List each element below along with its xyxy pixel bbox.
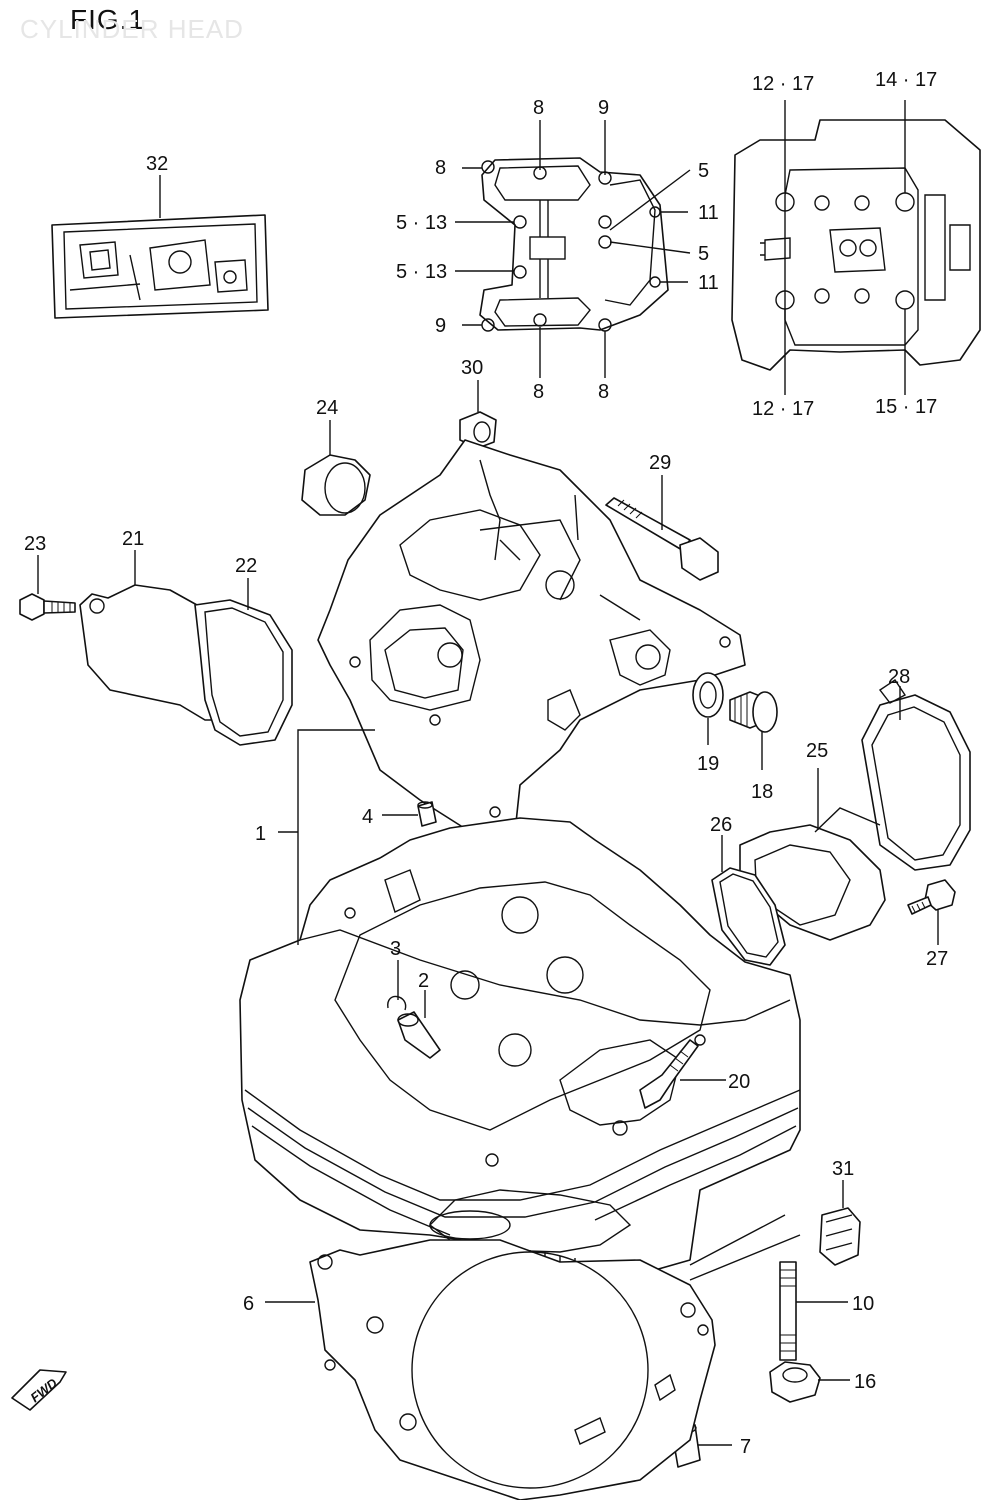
callout-19: 19: [697, 753, 719, 775]
damper-31[interactable]: [819, 1207, 861, 1266]
figure-subtitle: CYLINDER HEAD: [20, 14, 244, 44]
callout-2: 2: [418, 970, 429, 992]
washer-19[interactable]: [692, 672, 724, 718]
o-ring-26[interactable]: [711, 867, 786, 966]
dowel-pin-4[interactable]: [417, 801, 437, 827]
figure-title: FIG.1: [70, 4, 146, 35]
callout-16: 16: [854, 1371, 876, 1393]
bolt-27[interactable]: [907, 879, 956, 915]
callout-15-17: 15 · 17: [875, 396, 937, 418]
callout-6: 6: [243, 1293, 254, 1315]
gasket-set-32[interactable]: [51, 214, 269, 319]
cam-cover-top-view[interactable]: [479, 157, 669, 332]
nut-16[interactable]: [769, 1361, 821, 1403]
callout-8-bottom-b: 8: [598, 381, 609, 403]
oil-seal-24[interactable]: [301, 454, 371, 516]
callout-29: 29: [649, 452, 671, 474]
callout-9-bottom: 9: [435, 315, 446, 337]
callout-9-top: 9: [598, 97, 609, 119]
callout-25: 25: [806, 740, 828, 762]
callout-4: 4: [362, 806, 373, 828]
callout-27: 27: [926, 948, 948, 970]
clamp-28[interactable]: [861, 679, 971, 871]
callout-5-lower: 5: [698, 243, 709, 265]
cylinder-head-top-view[interactable]: [731, 119, 981, 371]
callout-8-bottom-a: 8: [533, 381, 544, 403]
cylinder-head-cover[interactable]: [317, 439, 746, 839]
callout-1: 1: [255, 823, 266, 845]
callout-7: 7: [740, 1436, 751, 1458]
callout-8-left: 8: [435, 157, 446, 179]
spark-plug-20[interactable]: [639, 1039, 699, 1109]
callout-3: 3: [390, 938, 401, 960]
callout-32: 32: [146, 153, 168, 175]
head-gasket-6[interactable]: [309, 1239, 716, 1500]
callout-30: 30: [461, 357, 483, 379]
callout-28: 28: [888, 666, 910, 688]
valve-guide-2[interactable]: [397, 1011, 441, 1059]
callout-5-13-lower: 5 · 13: [396, 261, 447, 283]
callout-12-17-top: 12 · 17: [752, 73, 814, 95]
callout-11-upper: 11: [698, 202, 719, 224]
bolt-29[interactable]: [605, 497, 719, 581]
callout-8-top-a: 8: [533, 97, 544, 119]
bolt-23[interactable]: [19, 593, 76, 621]
callout-20: 20: [728, 1071, 750, 1093]
callout-12-17-bottom: 12 · 17: [752, 398, 814, 420]
stud-bolt-10[interactable]: [779, 1261, 797, 1361]
callout-26: 26: [710, 814, 732, 836]
callout-18: 18: [751, 781, 773, 803]
callout-5-13-upper: 5 · 13: [396, 212, 447, 234]
callout-21: 21: [122, 528, 144, 550]
callout-23: 23: [24, 533, 46, 555]
callout-11-lower: 11: [698, 272, 719, 294]
fwd-arrow-icon: FWD: [11, 1369, 67, 1411]
callout-5-upper: 5: [698, 160, 709, 182]
callout-22: 22: [235, 555, 257, 577]
callout-24: 24: [316, 397, 338, 419]
callout-10: 10: [852, 1293, 874, 1315]
cylinder-head[interactable]: [239, 817, 801, 1296]
callout-31: 31: [832, 1158, 854, 1180]
plug-18[interactable]: [729, 691, 778, 733]
gasket-22[interactable]: [194, 599, 293, 746]
callout-14-17: 14 · 17: [875, 69, 937, 91]
clip-3[interactable]: [387, 995, 407, 1011]
bush-30[interactable]: [459, 411, 497, 449]
